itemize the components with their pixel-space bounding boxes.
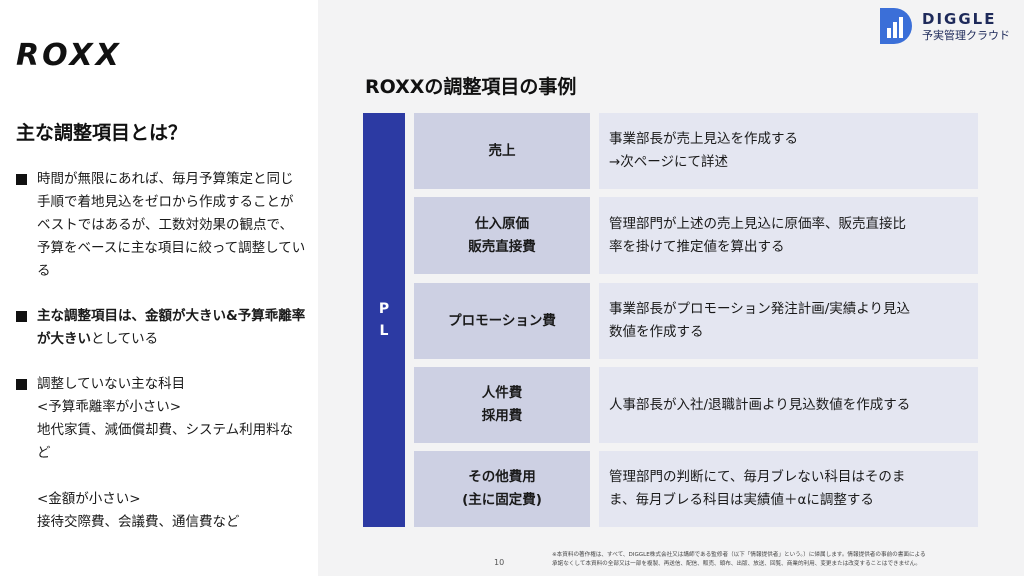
square-bullet-icon: [16, 311, 27, 322]
bullet-item: 調整していない主な科目 <予算乖離率が小さい> 地代家賃、減価償却費、システム利…: [16, 373, 306, 534]
main-title: ROXXの調整項目の事例: [365, 76, 577, 98]
bullet-line: 地代家賃、減価償却費、システム利用料など: [37, 422, 294, 461]
row-desc-line: →次ページにて詳述: [609, 154, 729, 170]
pl-letter: L: [379, 323, 389, 339]
row-desc-other: 管理部門の判断にて、毎月ブレない科目はそのま ま、毎月ブレる科目は実績値＋αに調…: [599, 451, 978, 527]
bullet-item: 主な調整項目は、金額が大きい&予算乖離率が大きいとしている: [16, 305, 306, 351]
row-desc-cost: 管理部門が上述の売上見込に原価率、販売直接比 率を掛けて推定値を算出する: [599, 197, 978, 274]
row-desc-line: 管理部門が上述の売上見込に原価率、販売直接比: [609, 215, 906, 232]
pl-band: P L: [363, 113, 405, 527]
diggle-bar-icon: [880, 8, 912, 44]
row-desc-line: 率を掛けて推定値を算出する: [609, 238, 785, 255]
bullet-line: <金額が小さい>: [37, 491, 141, 507]
row-desc-line: 管理部門の判断にて、毎月ブレない科目はそのま: [609, 469, 906, 485]
diggle-logo: DIGGLE 予実管理クラウド: [878, 6, 1010, 46]
bullet-text: 主な調整項目は、金額が大きい&予算乖離率が大きいとしている: [37, 305, 306, 351]
row-label-text: 販売直接費: [468, 238, 536, 255]
row-label-text: その他費用: [468, 469, 536, 485]
bullet-line: 調整していない主な科目: [37, 376, 186, 392]
square-bullet-icon: [16, 174, 27, 185]
page-number: 10: [494, 558, 505, 567]
row-label-other: その他費用 (主に固定費): [414, 451, 590, 527]
copyright-footnote: ※本資料の著作権は、すべて、DIGGLE株式会社又は講師である監修者（以下「情報…: [552, 551, 1014, 569]
brand-name: DIGGLE: [922, 9, 997, 28]
row-desc-line: 数値を作成する: [609, 324, 704, 340]
row-label-text: 採用費: [481, 408, 523, 424]
left-title: 主な調整項目とは？: [16, 122, 188, 144]
diggle-text: DIGGLE 予実管理クラウド: [922, 10, 1010, 43]
bullet-text: 調整していない主な科目 <予算乖離率が小さい> 地代家賃、減価償却費、システム利…: [37, 373, 306, 534]
row-desc-line: ま、毎月ブレる科目は実績値＋αに調整する: [609, 492, 874, 508]
row-label-text: 仕入原価: [475, 215, 529, 232]
row-desc-line: 事業部長が売上見込を作成する: [609, 131, 798, 147]
square-bullet-icon: [16, 379, 27, 390]
roxx-logo: ROXX: [16, 38, 122, 73]
row-desc-sales: 事業部長が売上見込を作成する →次ページにて詳述: [599, 113, 978, 189]
footnote-line: ※本資料の著作権は、すべて、DIGGLE株式会社又は講師である監修者（以下「情報…: [552, 552, 926, 558]
row-label-text: 売上: [488, 142, 516, 159]
bullet-item: 時間が無限にあれば、毎月予算策定と同じ手順で着地見込をゼロから作成することがベス…: [16, 168, 306, 283]
row-label-sales: 売上: [414, 113, 590, 189]
row-label-personnel: 人件費 採用費: [414, 367, 590, 443]
footnote-line: 承諾なくして本資料の全部又は一部を複製、再送信、配信、販売、頒布、出版、放送、回…: [552, 561, 921, 567]
row-desc-personnel: 人事部長が入社/退職計画より見込数値を作成する: [599, 367, 978, 443]
pl-letter: P: [378, 301, 390, 317]
bullet-list: 時間が無限にあれば、毎月予算策定と同じ手順で着地見込をゼロから作成することがベス…: [16, 168, 306, 556]
row-desc-line: 事業部長がプロモーション発注計画/実績より見込: [609, 301, 911, 317]
row-label-text: (主に固定費): [462, 492, 542, 508]
bullet-text: 時間が無限にあれば、毎月予算策定と同じ手順で着地見込をゼロから作成することがベス…: [37, 171, 306, 279]
row-label-text: プロモーション費: [448, 312, 556, 329]
brand-subtitle: 予実管理クラウド: [922, 28, 1010, 42]
bullet-line: <予算乖離率が小さい>: [37, 399, 182, 415]
row-desc-line: 人事部長が入社/退職計画より見込数値を作成する: [609, 396, 911, 413]
bullet-bold-text: 主な調整項目は、金額が大きい&予算乖離率が大きい: [37, 308, 306, 347]
bullet-normal-text: としている: [91, 331, 159, 347]
bullet-gap: [37, 465, 306, 488]
left-panel: ROXX 主な調整項目とは？ 時間が無限にあれば、毎月予算策定と同じ手順で着地見…: [0, 0, 318, 576]
row-label-promotion: プロモーション費: [414, 283, 590, 359]
bullet-line: 接待交際費、会議費、通信費など: [37, 514, 240, 530]
row-label-text: 人件費: [481, 385, 523, 401]
row-desc-promotion: 事業部長がプロモーション発注計画/実績より見込 数値を作成する: [599, 283, 978, 359]
row-label-cost: 仕入原価 販売直接費: [414, 197, 590, 274]
